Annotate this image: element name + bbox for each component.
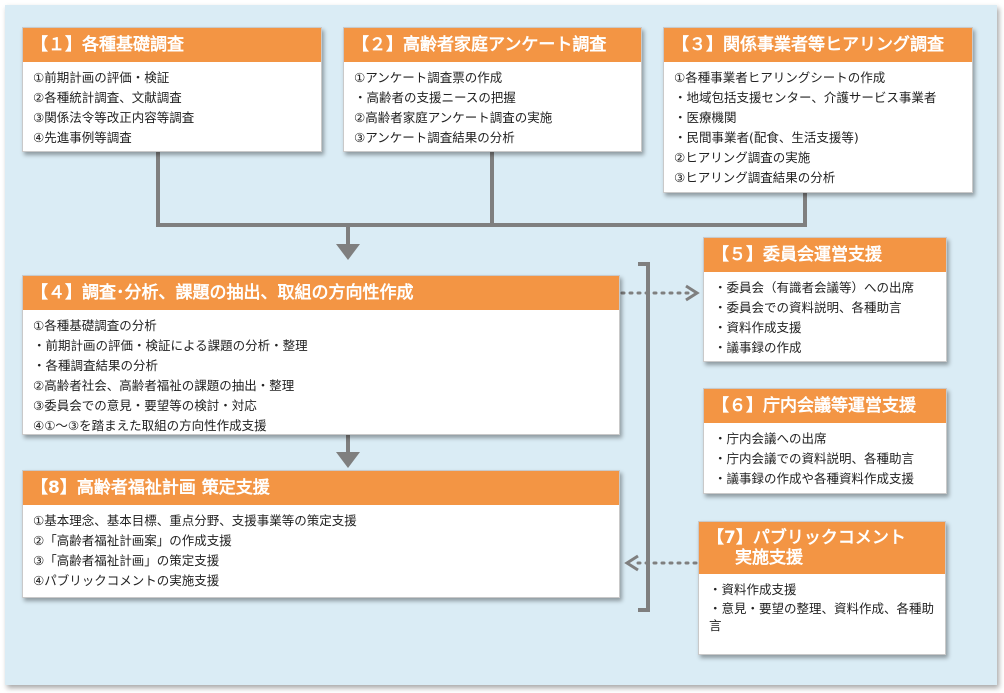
list-item: ③委員会での意見・要望等の検討・対応 bbox=[33, 398, 257, 413]
box-basic-survey: 【１】各種基礎調査 ①前期計画の評価・検証 ②各種統計調査、文献調査 ③関係法令… bbox=[22, 27, 322, 152]
box-hearing-survey-items: ①各種事業者ヒアリングシートの作成 ・地域包括支援センター、介護サービス事業者 … bbox=[664, 62, 972, 192]
list-item: ・民間事業者(配食、生活支援等) bbox=[674, 130, 859, 145]
side-bracket bbox=[638, 262, 650, 612]
box-internal-meeting-support: 【６】庁内会議等運営支援 ・庁内会議への出席 ・庁内会議での資料説明、各種助言 … bbox=[703, 388, 947, 494]
box-hearing-survey-title: 【３】関係事業者等ヒアリング調査 bbox=[664, 28, 972, 62]
list-item: ・委員会（有識者会議等）への出席 bbox=[714, 280, 915, 295]
list-item: ・高齢者の支援ニースの把握 bbox=[354, 90, 516, 105]
box-household-survey-items: ①アンケート調査票の作成 ・高齢者の支援ニースの把握 ②高齢者家庭アンケート調査… bbox=[344, 62, 641, 152]
box-plan-formulation: 【8】高齢者福祉計画 策定支援 ①基本理念、基本目標、重点分野、支援事業等の策定… bbox=[22, 470, 620, 598]
box-plan-formulation-items: ①基本理念、基本目標、重点分野、支援事業等の策定支援 ②「高齢者福祉計画案」の作… bbox=[23, 505, 619, 595]
box-analysis-title: 【４】調査･分析、課題の抽出、取組の方向性作成 bbox=[23, 276, 619, 310]
box-internal-meeting-support-title: 【６】庁内会議等運営支援 bbox=[704, 389, 946, 423]
list-item: ・委員会での資料説明、各種助言 bbox=[714, 300, 902, 315]
list-item: ③関係法令等改正内容等調査 bbox=[33, 110, 195, 125]
list-item: ・意見・要望の整理、資料作成、各種助言 bbox=[709, 601, 935, 633]
list-item: ②「高齢者福祉計画案」の作成支援 bbox=[33, 533, 232, 548]
list-item: ・医療機関 bbox=[674, 110, 737, 125]
box-committee-support-title: 【５】委員会運営支援 bbox=[704, 238, 946, 272]
box-public-comment-support-items: ・資料作成支援 ・意見・要望の整理、資料作成、各種助言 bbox=[699, 574, 945, 640]
list-item: ③ヒアリング調査結果の分析 bbox=[674, 170, 836, 185]
box-household-survey-title: 【２】高齢者家庭アンケート調査 bbox=[344, 28, 641, 62]
list-item: ①各種事業者ヒアリングシートの作成 bbox=[674, 70, 886, 85]
list-item: ・庁内会議への出席 bbox=[714, 431, 827, 446]
box-public-comment-title-line2: 実施支援 bbox=[735, 548, 803, 568]
merge-connector bbox=[156, 150, 807, 227]
arrowhead-to-box4 bbox=[336, 244, 360, 260]
arrowhead-dotted-to-box8 bbox=[624, 554, 639, 572]
list-item: ②高齢者社会、高齢者福祉の課題の抽出・整理 bbox=[33, 378, 295, 393]
box-household-survey: 【２】高齢者家庭アンケート調査 ①アンケート調査票の作成 ・高齢者の支援ニースの… bbox=[343, 27, 642, 152]
list-item: ①アンケート調査票の作成 bbox=[354, 70, 503, 85]
arrowhead-to-box8 bbox=[336, 452, 360, 468]
list-item: ・庁内会議での資料説明、各種助言 bbox=[714, 451, 915, 466]
list-item: ・地域包括支援センター、介護サービス事業者 bbox=[674, 90, 937, 105]
list-item: ②ヒアリング調査の実施 bbox=[674, 150, 811, 165]
list-item: ・議事録の作成 bbox=[714, 340, 802, 355]
list-item: ③アンケート調査結果の分析 bbox=[354, 130, 515, 145]
box-analysis-items: ①各種基礎調査の分析 ・前期計画の評価・検証による課題の分析・整理 ・各種調査結… bbox=[23, 310, 619, 440]
list-item: ・前期計画の評価・検証による課題の分析・整理 bbox=[33, 338, 308, 353]
box-committee-support: 【５】委員会運営支援 ・委員会（有識者会議等）への出席 ・委員会での資料説明、各… bbox=[703, 237, 947, 362]
list-item: ②各種統計調査、文献調査 bbox=[33, 90, 182, 105]
box-hearing-survey: 【３】関係事業者等ヒアリング調査 ①各種事業者ヒアリングシートの作成 ・地域包括… bbox=[663, 27, 973, 193]
box-internal-meeting-support-items: ・庁内会議への出席 ・庁内会議での資料説明、各種助言 ・議事録の作成や各種資料作… bbox=[704, 423, 946, 493]
list-item: ④①～③を踏まえた取組の方向性作成支援 bbox=[33, 418, 267, 433]
list-item: ③「高齢者福祉計画」の策定支援 bbox=[33, 553, 220, 568]
list-item: ②高齢者家庭アンケート調査の実施 bbox=[354, 110, 553, 125]
box-committee-support-items: ・委員会（有識者会議等）への出席 ・委員会での資料説明、各種助言 ・資料作成支援… bbox=[704, 272, 946, 362]
list-item: ①基本理念、基本目標、重点分野、支援事業等の策定支援 bbox=[33, 513, 357, 528]
list-item: ④先進事例等調査 bbox=[33, 130, 132, 145]
list-item: ・議事録の作成や各種資料作成支援 bbox=[714, 471, 915, 486]
arrowhead-dotted-to-box5 bbox=[685, 284, 700, 302]
list-item: ④パブリックコメントの実施支援 bbox=[33, 573, 220, 588]
list-item: ①各種基礎調査の分析 bbox=[33, 318, 157, 333]
list-item: ・資料作成支援 bbox=[709, 582, 797, 597]
list-item: ①前期計画の評価・検証 bbox=[33, 70, 170, 85]
box-analysis: 【４】調査･分析、課題の抽出、取組の方向性作成 ①各種基礎調査の分析 ・前期計画… bbox=[22, 275, 620, 435]
box-plan-formulation-title: 【8】高齢者福祉計画 策定支援 bbox=[23, 471, 619, 505]
box-public-comment-support-title: 【7】パブリックコメント 実施支援 bbox=[699, 522, 945, 574]
list-item: ・資料作成支援 bbox=[714, 320, 802, 335]
box-public-comment-title-line1: 【7】パブリックコメント bbox=[707, 528, 906, 548]
box-public-comment-support: 【7】パブリックコメント 実施支援 ・資料作成支援 ・意見・要望の整理、資料作成… bbox=[698, 521, 946, 655]
box-basic-survey-items: ①前期計画の評価・検証 ②各種統計調査、文献調査 ③関係法令等改正内容等調査 ④… bbox=[23, 62, 321, 152]
list-item: ・各種調査結果の分析 bbox=[33, 358, 159, 373]
box-basic-survey-title: 【１】各種基礎調査 bbox=[23, 28, 321, 62]
